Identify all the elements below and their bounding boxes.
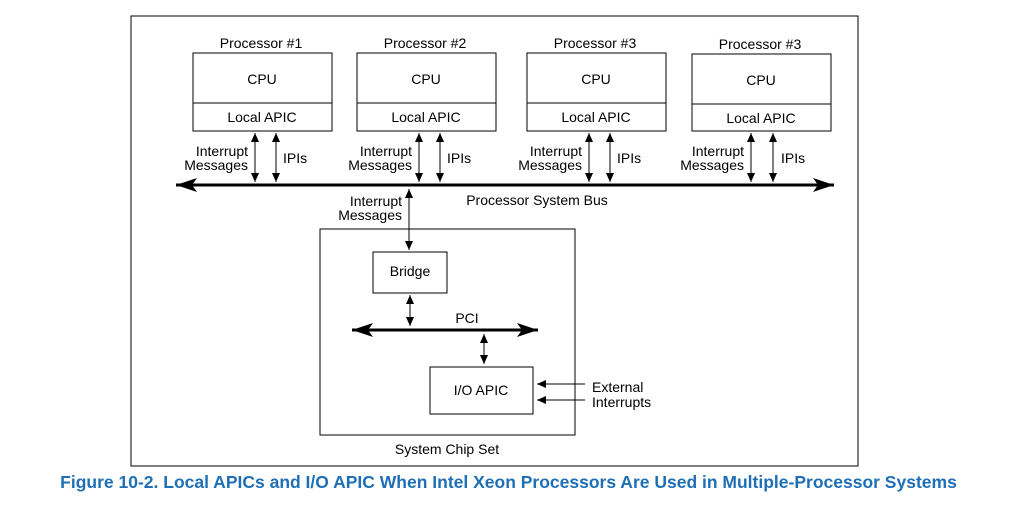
processor-2-cpu-box <box>356 52 497 132</box>
processor-2-title: Processor #2 <box>384 35 467 51</box>
processor-1-messages-label: Messages <box>184 157 248 173</box>
processor-2-ipis-label: IPIs <box>447 150 471 166</box>
system-chip-set: Bridge PCI I/O APIC System Chip Set <box>319 228 576 457</box>
processor-3-cpu-label: CPU <box>581 71 611 87</box>
processor-2: Processor #2 CPU Local APIC Interrupt Me… <box>348 35 497 182</box>
processor-1-ipis-label: IPIs <box>283 150 307 166</box>
processor-2-cpu-label: CPU <box>411 71 441 87</box>
external-label: External <box>592 379 643 395</box>
processor-1-local-apic-label: Local APIC <box>227 109 296 125</box>
processor-3-ipis-label: IPIs <box>617 150 641 166</box>
processor-2-local-apic-label: Local APIC <box>391 109 460 125</box>
processor-1: Processor #1 CPU Local APIC Interrupt Me… <box>184 35 333 182</box>
figure-caption: Figure 10-2. Local APICs and I/O APIC Wh… <box>60 472 957 492</box>
processor-4: Processor #3 CPU Local APIC Interrupt Me… <box>680 36 832 182</box>
processor-2-messages-label: Messages <box>348 157 412 173</box>
io-apic-label: I/O APIC <box>454 382 508 398</box>
processor-3-cpu-box <box>526 52 667 132</box>
processor-4-ipis-label: IPIs <box>781 150 805 166</box>
processor-3-title: Processor #3 <box>554 35 637 51</box>
system-chip-set-label: System Chip Set <box>395 441 499 457</box>
processor-1-cpu-box <box>192 52 333 132</box>
processor-4-cpu-label: CPU <box>746 72 776 88</box>
bridge-label: Bridge <box>390 263 431 279</box>
io-apic-box <box>429 366 534 415</box>
processor-1-interrupt-label: Interrupt <box>196 143 248 159</box>
processor-system-bus-label: Processor System Bus <box>466 192 608 208</box>
interrupts-label: Interrupts <box>592 394 651 410</box>
processor-1-title: Processor #1 <box>220 35 303 51</box>
system-chip-set-box <box>319 228 576 436</box>
processor-4-title: Processor #3 <box>719 36 802 52</box>
chipset-messages-label: Messages <box>338 207 402 223</box>
diagram-frame <box>130 15 859 467</box>
chipset-interrupt-label: Interrupt <box>350 193 402 209</box>
processor-4-messages-label: Messages <box>680 157 744 173</box>
pci-label: PCI <box>455 310 478 326</box>
processor-3-interrupt-label: Interrupt <box>530 143 582 159</box>
processor-3: Processor #3 CPU Local APIC Interrupt Me… <box>518 35 667 182</box>
bridge-box <box>372 251 448 294</box>
processor-4-cpu-box <box>691 53 832 132</box>
processor-4-local-apic-label: Local APIC <box>726 110 795 126</box>
processor-4-interrupt-label: Interrupt <box>692 143 744 159</box>
processor-3-messages-label: Messages <box>518 157 582 173</box>
processor-2-interrupt-label: Interrupt <box>360 143 412 159</box>
processor-3-local-apic-label: Local APIC <box>561 109 630 125</box>
processor-1-cpu-label: CPU <box>247 71 277 87</box>
